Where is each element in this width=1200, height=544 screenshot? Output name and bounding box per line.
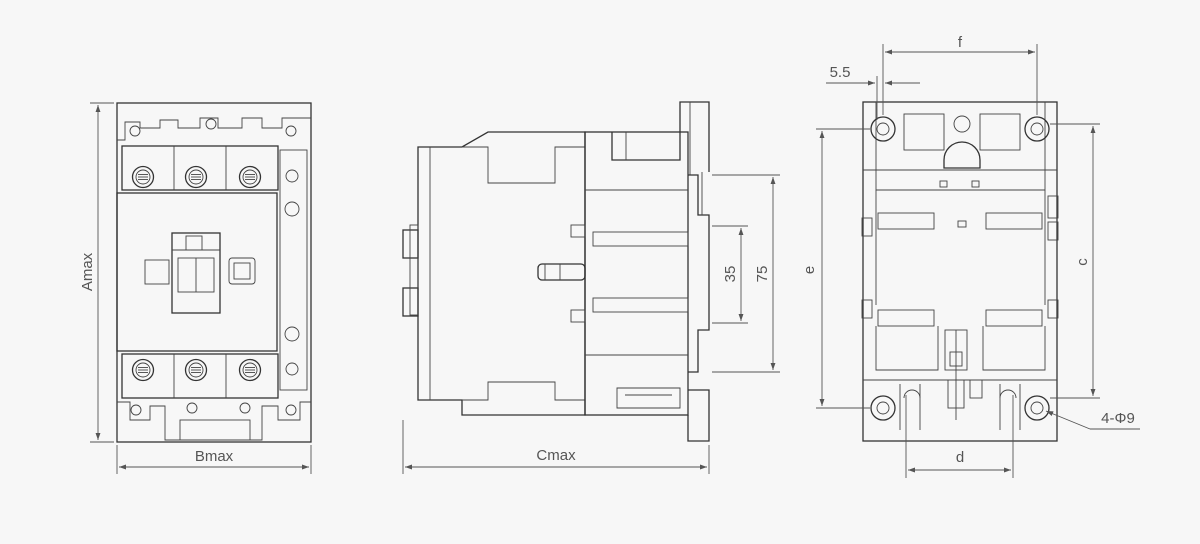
side-view: [402, 101, 710, 442]
dimension-label-holes: 4-Φ9: [1101, 410, 1135, 427]
mount-outline: [862, 101, 1058, 442]
side-right-body: [584, 131, 689, 416]
front-actuator: [171, 232, 221, 314]
side-bottom-hook: [687, 389, 710, 442]
rating-label-window: [228, 257, 256, 285]
dimension-label-d: d: [956, 449, 964, 466]
mount-hole-bottom-left: [870, 395, 896, 421]
mount-dimensions: f 5.5 e c d 4-Φ9: [801, 34, 1140, 478]
front-bottom-terminals: [121, 353, 279, 399]
mount-hole-top-left: [870, 116, 896, 142]
dimension-label-f: f: [958, 34, 963, 51]
terminal-screw-icon: [131, 165, 155, 189]
dimension-label-5-5: 5.5: [830, 64, 851, 81]
mount-center-keyhole: [943, 141, 981, 169]
dimension-label-75: 75: [754, 266, 771, 283]
front-top-terminals: [121, 145, 279, 191]
side-top-hook: [611, 101, 710, 172]
front-view: [116, 102, 312, 443]
dimension-label-cmax: Cmax: [536, 447, 576, 464]
terminal-screw-icon: [184, 358, 208, 382]
dimension-label-35: 35: [722, 266, 739, 283]
terminal-screw-icon: [238, 165, 262, 189]
mount-view: [861, 101, 1059, 442]
front-dimensions: Amax Bmax: [79, 102, 312, 474]
side-din-rail: [688, 174, 710, 373]
side-clip-bottom: [402, 287, 419, 317]
dimension-label-bmax: Bmax: [195, 448, 234, 465]
mount-hole-top-right: [1024, 116, 1050, 142]
side-clip-top: [402, 229, 419, 259]
terminal-screw-icon: [238, 358, 262, 382]
front-side-strip: [279, 149, 308, 391]
terminal-screw-icon: [184, 165, 208, 189]
indicator-window: [144, 259, 170, 285]
dimension-label-amax: Amax: [79, 252, 96, 291]
front-body-cover: [116, 192, 278, 352]
terminal-screw-icon: [131, 358, 155, 382]
mount-hole-bottom-right: [1024, 395, 1050, 421]
dimension-label-e: e: [801, 266, 818, 274]
side-dimensions: Cmax 35 75: [402, 174, 780, 474]
dimension-label-c: c: [1074, 258, 1091, 266]
